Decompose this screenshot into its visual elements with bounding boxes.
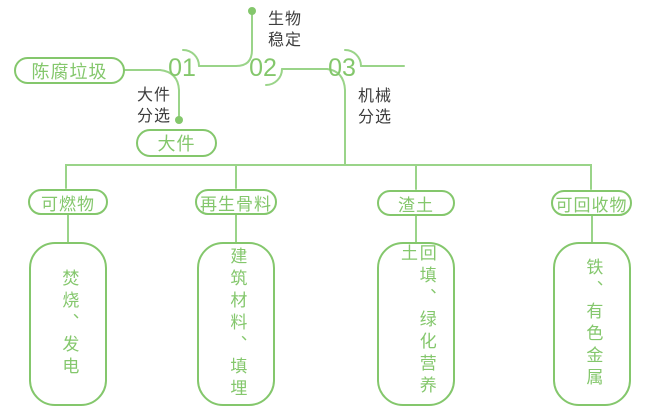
node-recycled-aggregate: 再生骨料 bbox=[195, 189, 277, 215]
label-bio-stabilization: 生物 稳定 bbox=[268, 11, 303, 50]
result-text-slag: 回填、绿化营养土 bbox=[398, 244, 436, 398]
step-number-02: 02 bbox=[249, 54, 277, 82]
result-text-combustible: 焚烧、发电 bbox=[59, 269, 79, 379]
result-text-recyclable: 铁、有色金属 bbox=[583, 258, 603, 390]
node-recyclable: 可回收物 bbox=[551, 190, 632, 216]
dot-bio-branch bbox=[248, 7, 256, 15]
arc-01 bbox=[182, 49, 200, 67]
distributor-line bbox=[65, 164, 592, 190]
dot-bulky-branch bbox=[175, 116, 183, 124]
node-slag: 渣土 bbox=[377, 190, 455, 216]
connector-02-branch-up bbox=[235, 14, 253, 67]
node-combustible: 可燃物 bbox=[28, 189, 108, 215]
node-source: 陈腐垃圾 bbox=[14, 57, 125, 84]
step-number-01: 01 bbox=[168, 54, 196, 82]
result-box-combustible: 焚烧、发电 bbox=[29, 242, 107, 406]
result-box-recyclable: 铁、有色金属 bbox=[553, 242, 631, 406]
arc-03 bbox=[344, 49, 362, 67]
connector-01-branch-down bbox=[159, 69, 180, 117]
result-text-recycled-aggregate: 建筑材料、填埋 bbox=[227, 247, 247, 401]
step-number-03: 03 bbox=[328, 54, 356, 82]
result-box-recycled-aggregate: 建筑材料、填埋 bbox=[197, 242, 275, 406]
label-bulky-sorting: 大件 分选 bbox=[137, 87, 172, 126]
result-box-slag: 回填、绿化营养土 bbox=[377, 242, 455, 406]
arc-02 bbox=[265, 68, 283, 86]
node-bulky-output: 大件 bbox=[136, 129, 217, 157]
connector-03-branch-down bbox=[326, 68, 346, 166]
label-mechanical-sorting: 机械 分选 bbox=[358, 88, 393, 127]
